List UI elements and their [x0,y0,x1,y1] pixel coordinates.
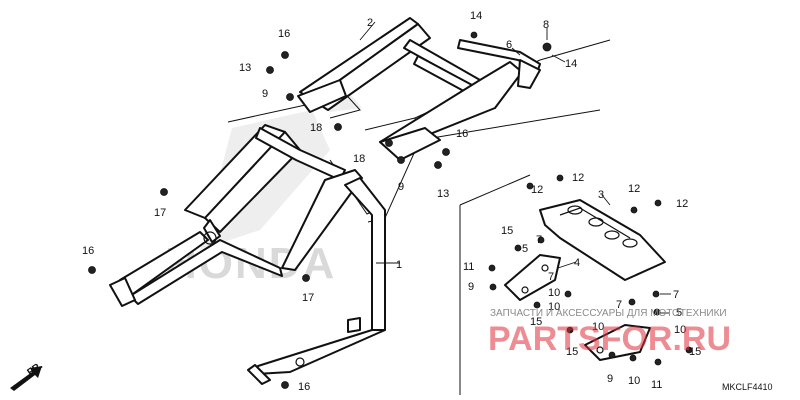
callout-c10d: 10 [628,375,640,387]
callout-c2: 2 [367,17,373,29]
callout-c7b: 7 [548,271,554,283]
callout-c10e: 10 [592,321,604,333]
callout-c16a: 16 [278,28,290,40]
callout-c8: 8 [543,19,549,31]
callout-c10c: 10 [674,324,686,336]
watermark-site: PARTSFOR.RU [488,320,731,358]
callout-c17b: 17 [302,292,314,304]
callout-c16d: 16 [298,381,310,393]
callout-c17a: 17 [154,207,166,219]
part-1-main-frame [109,124,386,385]
part-5-lower-bracket [584,324,651,361]
callout-c9c: 9 [468,281,474,293]
callout-c16c: 16 [82,245,94,257]
callout-c3: 3 [598,189,604,201]
callout-c16b: 16 [456,128,468,140]
callout-c15b: 15 [530,316,542,328]
part-6-rear-arm [457,39,552,89]
callout-c12d: 12 [676,198,688,210]
part-3-plate [539,199,666,281]
leader-lines [359,21,671,314]
callout-c9d: 9 [607,373,613,385]
callout-c18b: 18 [353,153,365,165]
front-arrow [10,366,42,391]
callout-c11b: 11 [651,379,662,391]
callout-c12c: 12 [628,183,640,195]
callout-c12a: 12 [531,184,543,196]
callout-c7c: 7 [616,299,622,311]
part-2-upper-bracket [297,17,523,161]
fasteners [88,31,693,389]
callout-c1: 1 [396,259,402,271]
callout-c6: 6 [506,39,512,51]
callout-c18a: 18 [310,122,322,134]
watermark-text: ЗАПЧАСТИ И АКСЕССУАРЫ ДЛЯ МОТОТЕХНИКИ [490,308,727,319]
callout-c10a: 10 [548,287,560,299]
callout-c14b: 14 [565,58,577,70]
part-4-side-bracket [504,254,561,301]
callout-c5a: 5 [522,243,528,255]
callout-c13a: 13 [239,62,251,74]
callout-labels: 1 2 3 4 5 5 6 7 7 7 7 8 9 9 9 9 10 10 10… [82,10,701,393]
callout-c9a: 9 [262,88,268,100]
callout-c15a: 15 [501,225,513,237]
diagram-code: MKCLF4410 [722,382,773,392]
callout-c15c: 15 [566,346,578,358]
callout-c7d: 7 [673,289,679,301]
callout-c7a: 7 [536,234,542,246]
callout-c14a: 14 [470,10,482,22]
callout-c5b: 5 [676,307,682,319]
callout-c10b: 10 [548,301,560,313]
callout-c9b: 9 [398,181,404,193]
callout-c13b: 13 [437,188,449,200]
callout-c11a: 11 [463,261,474,273]
callout-c4: 4 [574,257,580,269]
callout-c15d: 15 [689,346,701,358]
callout-c12b: 12 [572,172,584,184]
